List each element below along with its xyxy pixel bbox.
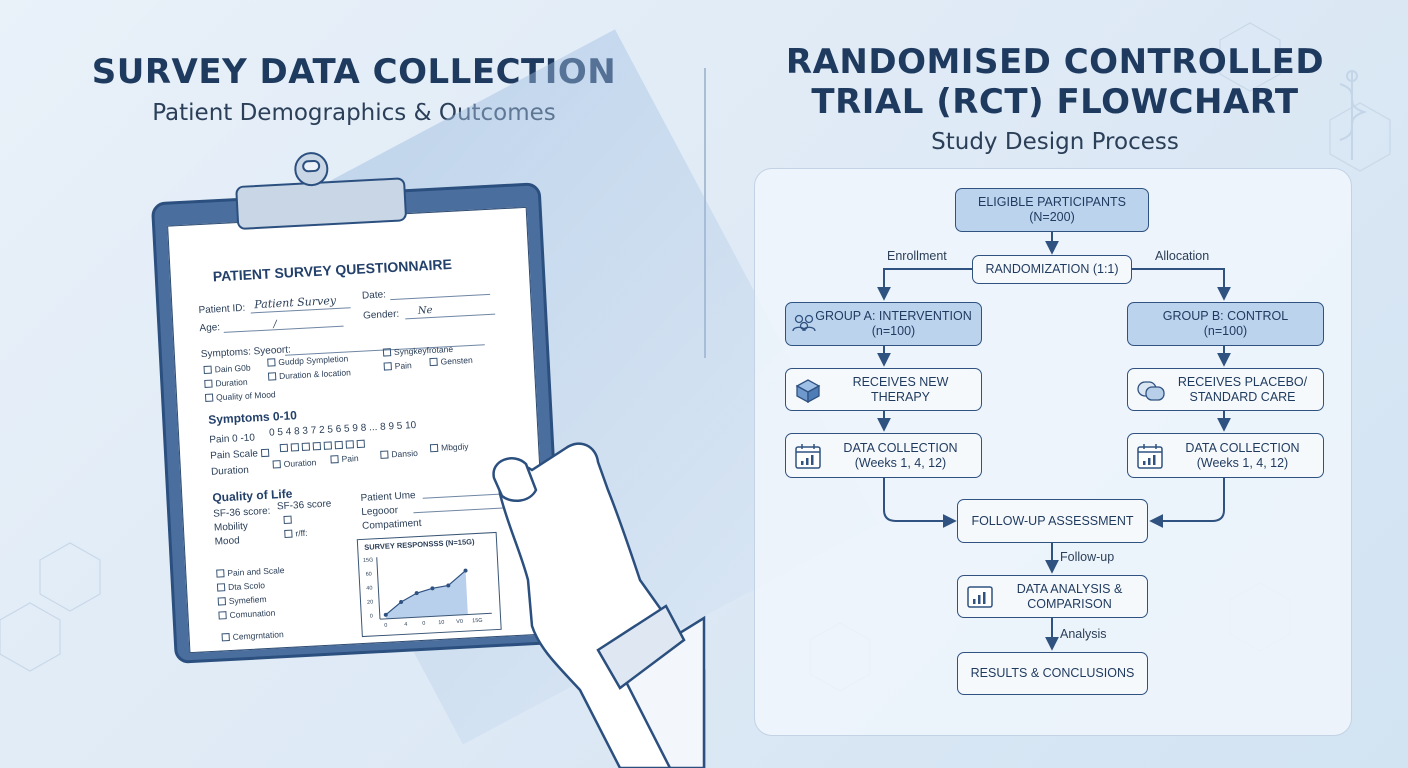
calendar-chart-icon bbox=[1137, 443, 1163, 469]
node-data-analysis: DATA ANALYSIS & COMPARISON bbox=[957, 575, 1148, 618]
edge-randomization-group-b bbox=[1132, 268, 1231, 301]
edge-label-followup: Follow-up bbox=[1060, 550, 1115, 564]
node-follow-up-assessment: FOLLOW-UP ASSESSMENT bbox=[957, 499, 1148, 543]
node-receives-new-therapy: RECEIVES NEW THERAPY bbox=[785, 368, 982, 411]
node-label: RANDOMIZATION (1:1) bbox=[985, 262, 1119, 276]
node-group-b: GROUP B: CONTROL (n=100) bbox=[1127, 302, 1324, 346]
node-data-collection-b: DATA COLLECTION (Weeks 1, 4, 12) bbox=[1127, 433, 1324, 478]
edge-label-enrollment: Enrollment bbox=[887, 249, 947, 263]
node-results-conclusions: RESULTS & CONCLUSIONS bbox=[957, 652, 1148, 695]
mini-chart-plot bbox=[376, 557, 492, 620]
caduceus-icon bbox=[1339, 70, 1368, 160]
node-data-collection-a: DATA COLLECTION (Weeks 1, 4, 12) bbox=[785, 433, 982, 478]
people-group-icon bbox=[792, 314, 816, 332]
chart-report-icon bbox=[967, 585, 993, 608]
calendar-chart-icon bbox=[795, 443, 821, 469]
edge-label-analysis: Analysis bbox=[1060, 627, 1107, 641]
edge-collect-b-followup bbox=[1149, 478, 1225, 528]
node-label: RESULTS & CONCLUSIONS bbox=[970, 666, 1135, 680]
node-receives-placebo: RECEIVES PLACEBO/ STANDARD CARE bbox=[1127, 368, 1324, 411]
right-title-line-2: TRIAL (RCT) FLOWCHART bbox=[811, 82, 1299, 122]
edge-label-allocation: Allocation bbox=[1155, 249, 1210, 263]
node-label: DATA ANALYSIS & COMPARISON bbox=[1016, 581, 1123, 611]
node-label: RECEIVES NEW THERAPY bbox=[852, 374, 949, 404]
mini-survey-chart: SURVEY RESPONSSS (N=15G) 15G 60 40 20 0 … bbox=[356, 531, 502, 638]
node-eligible-participants: ELIGIBLE PARTICIPANTS (N=200) bbox=[955, 188, 1149, 232]
right-title-line-1: RANDOMISED CONTROLLED bbox=[785, 42, 1325, 82]
node-group-a: GROUP A: INTERVENTION (n=100) bbox=[785, 302, 982, 346]
survey-form-paper: PATIENT SURVEY QUESTIONNAIRE Patient ID:… bbox=[167, 206, 550, 654]
edge-collect-a-followup bbox=[883, 478, 957, 528]
right-subtitle: Study Design Process bbox=[931, 129, 1179, 155]
medicine-box-icon bbox=[795, 378, 821, 403]
node-label: ELIGIBLE PARTICIPANTS (N=200) bbox=[978, 195, 1126, 224]
node-label: DATA COLLECTION (Weeks 1, 4, 12) bbox=[843, 440, 958, 470]
pill-capsules-icon bbox=[1137, 380, 1165, 401]
node-label: FOLLOW-UP ASSESSMENT bbox=[971, 513, 1134, 528]
hand-illustration bbox=[492, 442, 706, 768]
node-label: RECEIVES PLACEBO/ STANDARD CARE bbox=[1177, 374, 1308, 404]
node-label: GROUP B: CONTROL (n=100) bbox=[1162, 309, 1289, 338]
node-label: GROUP A: INTERVENTION (n=100) bbox=[815, 309, 972, 338]
edge-randomization-group-a bbox=[877, 268, 972, 301]
node-randomization: RANDOMIZATION (1:1) bbox=[972, 255, 1132, 284]
node-label: DATA COLLECTION (Weeks 1, 4, 12) bbox=[1185, 440, 1300, 470]
